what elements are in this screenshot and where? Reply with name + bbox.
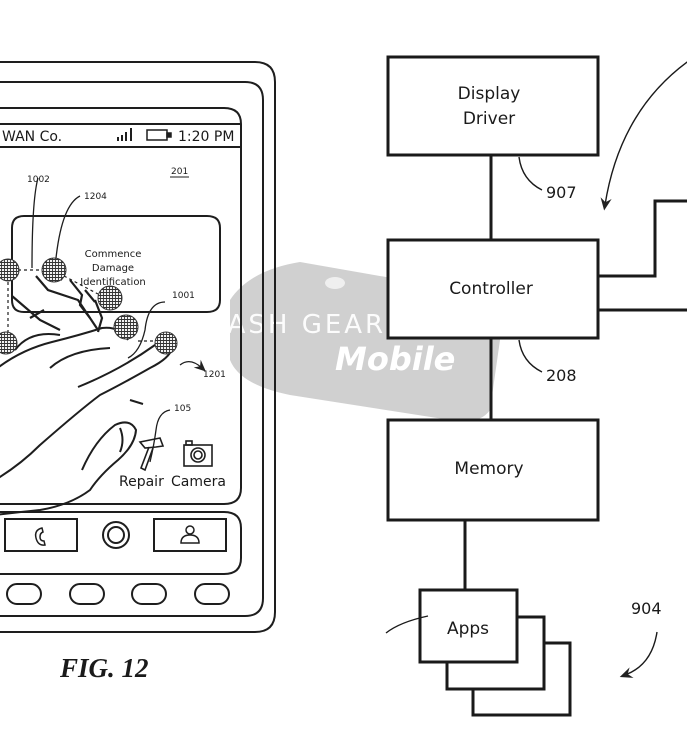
hammer-icon: [138, 437, 165, 472]
apps-block: [418, 588, 519, 664]
apps-label: Apps: [447, 619, 489, 639]
controller-block: [386, 238, 600, 340]
touch-point: [0, 331, 18, 355]
ref-907: 907: [546, 183, 577, 202]
contact-person-icon: [180, 525, 200, 544]
ref-208: 208: [546, 366, 577, 385]
block-diagram: [385, 55, 687, 717]
ref-105: 105: [174, 404, 191, 414]
watermark-sub: Mobile: [335, 340, 455, 378]
app-repair-label: Repair: [119, 474, 164, 490]
controller-label: Controller: [449, 279, 533, 299]
ref-1204: 1204: [84, 192, 107, 202]
screen-ref-label: 201: [171, 167, 188, 177]
dock-phone-button[interactable]: [4, 518, 78, 552]
touch-point: [97, 285, 123, 311]
status-time: 1:20 PM: [178, 129, 234, 145]
camera-icon: [183, 440, 213, 467]
ref-904: 904: [631, 599, 662, 618]
carrier-name: WAN Co.: [2, 129, 62, 145]
dialog-line-2: Damage: [92, 263, 134, 274]
app-camera[interactable]: Camera: [171, 440, 226, 490]
ref-1002: 1002: [27, 175, 50, 185]
dock-area: [0, 511, 242, 575]
hardware-button-2[interactable]: [69, 583, 105, 605]
dock-contact-button[interactable]: [153, 518, 227, 552]
memory-block: [386, 418, 600, 522]
dialog-line-1: Commence: [85, 249, 142, 260]
touch-point: [154, 331, 178, 355]
touch-point: [113, 314, 139, 340]
display-driver-label-1: Display: [458, 84, 521, 104]
figure-caption: FIG. 12: [59, 653, 149, 683]
touch-point: [41, 257, 67, 283]
hardware-button-3[interactable]: [131, 583, 167, 605]
battery-icon: [146, 129, 172, 141]
signal-icon: [117, 128, 132, 141]
touch-points: [0, 257, 178, 355]
phone-icon: [34, 527, 46, 546]
app-camera-label: Camera: [171, 474, 226, 490]
display-driver-label-2: Driver: [463, 109, 515, 129]
hardware-button-4[interactable]: [194, 583, 230, 605]
phone-inner-body: [0, 81, 264, 617]
ref-1201: 1201: [203, 370, 226, 380]
damage-dialog: [11, 215, 221, 313]
phone-screen: [0, 107, 242, 505]
memory-label: Memory: [454, 459, 523, 479]
dialog-line-3: Identification: [80, 277, 146, 288]
display-driver-block: [386, 55, 600, 157]
touch-point: [0, 258, 20, 282]
watermark-brand: SLASH GEAR: [190, 310, 386, 340]
phone-outer-body: [0, 61, 276, 633]
phone-drawing: [0, 61, 276, 633]
hardware-button-1[interactable]: [6, 583, 42, 605]
app-repair[interactable]: Repair: [119, 437, 165, 490]
dock-home-button[interactable]: [102, 521, 130, 549]
ref-1001: 1001: [172, 291, 195, 301]
